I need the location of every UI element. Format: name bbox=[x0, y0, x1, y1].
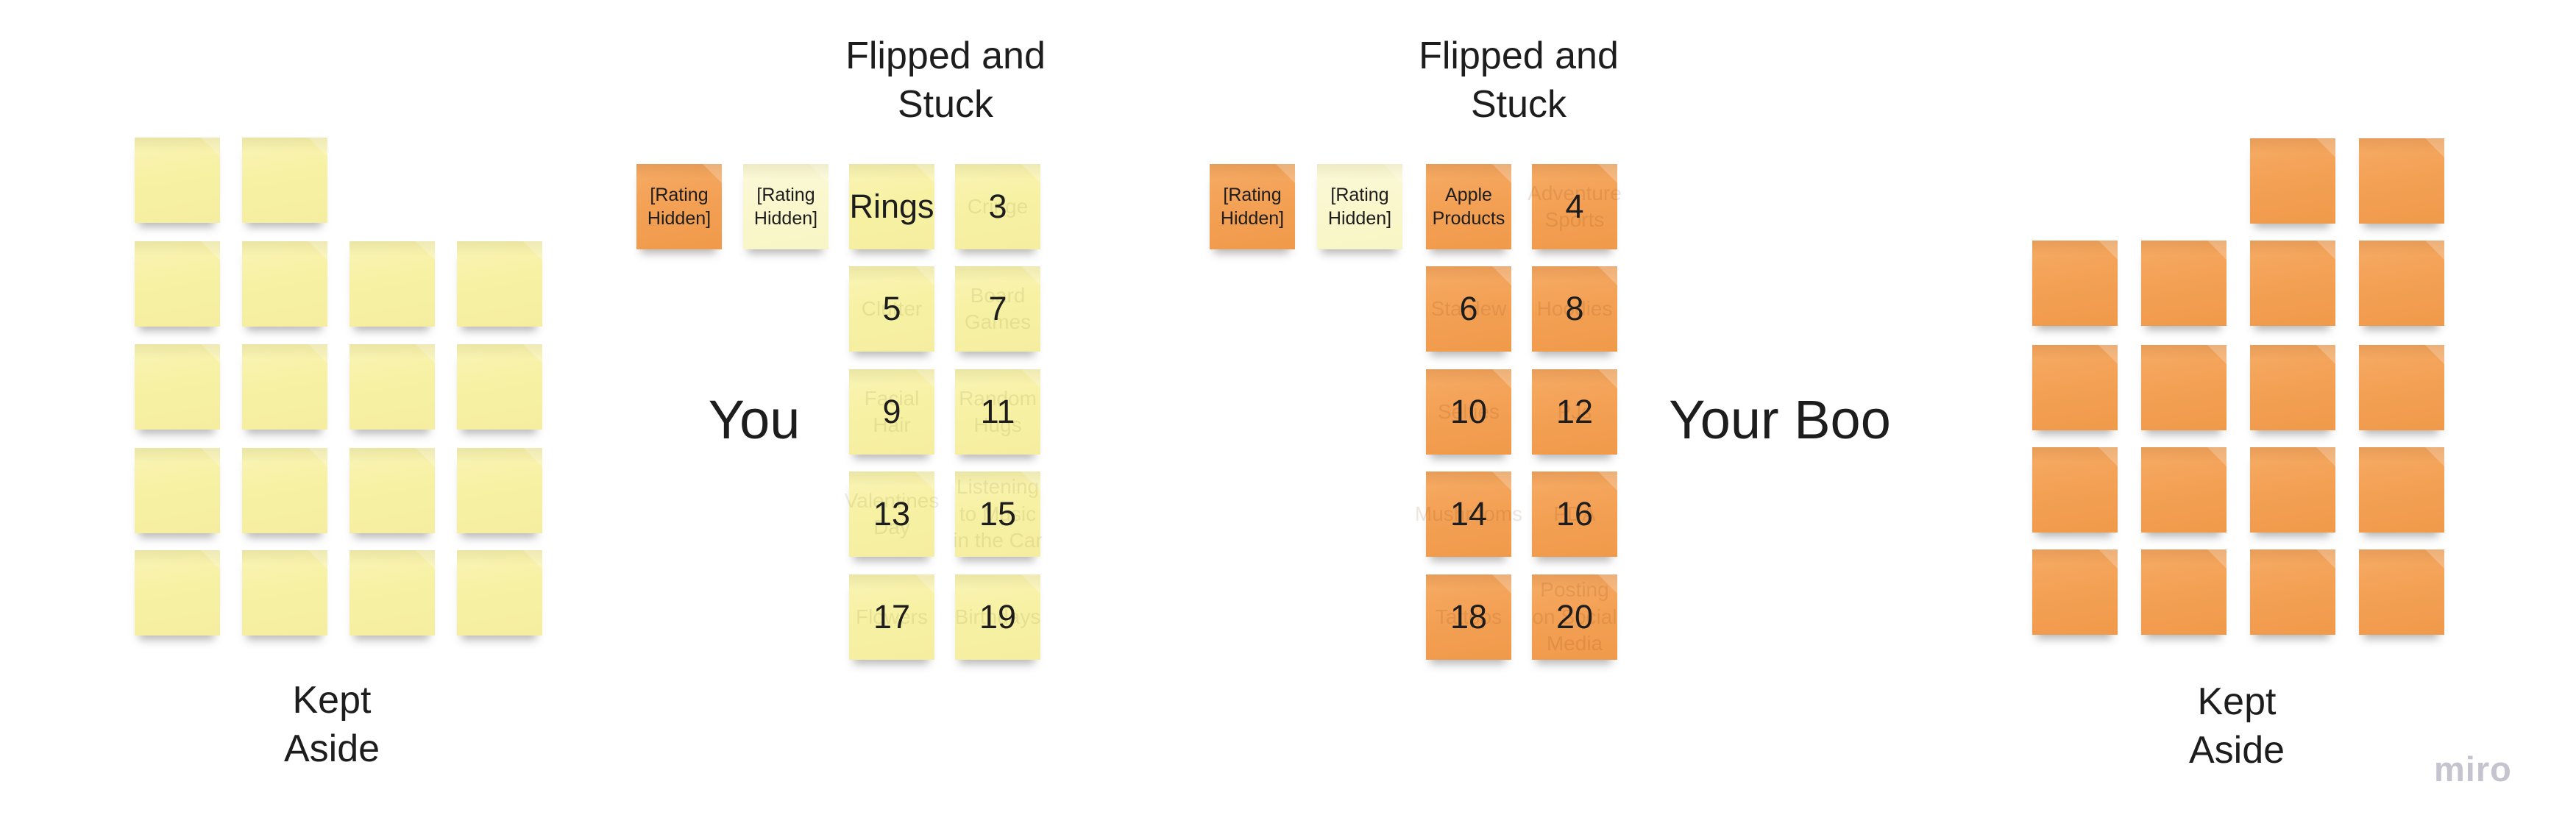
sticky-note-text: [Rating Hidden] bbox=[1327, 184, 1392, 229]
sticky-note-blank[interactable] bbox=[350, 241, 435, 327]
sticky-note-blank[interactable] bbox=[2032, 345, 2118, 430]
sticky-note-blank[interactable] bbox=[2359, 138, 2444, 224]
sticky-note-blank[interactable] bbox=[2250, 138, 2335, 224]
label-kept-aside-left: Kept Aside bbox=[283, 679, 380, 770]
sticky-note-blank[interactable] bbox=[457, 448, 542, 533]
sticky-note-text: 18 bbox=[1450, 598, 1488, 636]
sticky-note-text: 7 bbox=[988, 290, 1007, 328]
sticky-note-blank[interactable] bbox=[350, 344, 435, 430]
sticky-note-text: 14 bbox=[1450, 495, 1488, 533]
sticky-note-blank[interactable] bbox=[135, 241, 220, 327]
sticky-note-blank[interactable] bbox=[2250, 447, 2335, 533]
sticky-note-blank[interactable] bbox=[2032, 447, 2118, 533]
sticky-note-blank[interactable] bbox=[2141, 447, 2226, 533]
sticky-note-blank[interactable] bbox=[2141, 241, 2226, 326]
label-kept-aside-right: Kept Aside bbox=[2188, 680, 2285, 772]
sticky-note-blank[interactable] bbox=[2250, 549, 2335, 635]
sticky-note-text: Rings bbox=[849, 188, 934, 226]
sticky-note-rating-hidden[interactable]: [Rating Hidden] bbox=[1317, 164, 1402, 249]
sticky-note-blank[interactable] bbox=[2359, 241, 2444, 326]
sticky-note-blank[interactable] bbox=[2250, 345, 2335, 430]
sticky-note-blank[interactable] bbox=[242, 448, 327, 533]
label-your-boo: Your Boo bbox=[1669, 389, 1891, 450]
sticky-note-text: 3 bbox=[988, 188, 1007, 226]
sticky-note-blank[interactable] bbox=[2359, 345, 2444, 430]
sticky-note-rating-hidden[interactable]: [Rating Hidden] bbox=[1210, 164, 1295, 249]
label-flipped-and-stuck-boo: Flipped and Stuck bbox=[1419, 35, 1619, 126]
sticky-note-text: 12 bbox=[1555, 393, 1594, 431]
sticky-note-text: [Rating Hidden] bbox=[753, 184, 818, 229]
sticky-note-blank[interactable] bbox=[457, 344, 542, 430]
sticky-note-blank[interactable] bbox=[2359, 447, 2444, 533]
sticky-note-blank[interactable] bbox=[2032, 241, 2118, 326]
sticky-note-blank[interactable] bbox=[242, 241, 327, 327]
sticky-note-rating-hidden[interactable]: [Rating Hidden] bbox=[636, 164, 722, 249]
miro-logo: miro bbox=[2434, 750, 2512, 789]
sticky-note-text: [Rating Hidden] bbox=[647, 184, 712, 229]
sticky-note-blank[interactable] bbox=[2141, 345, 2226, 430]
sticky-note-blank[interactable] bbox=[2032, 549, 2118, 635]
sticky-note-text: [Rating Hidden] bbox=[1220, 184, 1285, 229]
sticky-note-apple-products[interactable]: Apple Products bbox=[1426, 164, 1511, 249]
sticky-note-text: 17 bbox=[873, 598, 911, 636]
sticky-note-text: 10 bbox=[1450, 393, 1488, 431]
sticky-note-blank[interactable] bbox=[135, 344, 220, 430]
sticky-note-text: 9 bbox=[882, 393, 901, 431]
sticky-note-blank[interactable] bbox=[2141, 549, 2226, 635]
sticky-note-blank[interactable] bbox=[350, 448, 435, 533]
sticky-note-text: 15 bbox=[979, 495, 1017, 533]
sticky-note-text: 13 bbox=[873, 495, 911, 533]
sticky-note-blank[interactable] bbox=[350, 550, 435, 636]
sticky-note-text: 5 bbox=[882, 290, 901, 328]
sticky-note-text: 20 bbox=[1555, 598, 1594, 636]
sticky-note-text: 8 bbox=[1565, 290, 1584, 328]
sticky-note-text: 19 bbox=[979, 598, 1017, 636]
sticky-note-text: 4 bbox=[1565, 188, 1584, 226]
sticky-note-blank[interactable] bbox=[135, 138, 220, 223]
sticky-note-blank[interactable] bbox=[135, 448, 220, 533]
sticky-note-text: 11 bbox=[980, 393, 1015, 431]
label-you: You bbox=[708, 389, 801, 450]
sticky-note-rating-hidden[interactable]: [Rating Hidden] bbox=[743, 164, 828, 249]
sticky-note-blank[interactable] bbox=[457, 550, 542, 636]
label-flipped-and-stuck-you: Flipped and Stuck bbox=[845, 35, 1046, 126]
sticky-note-blank[interactable] bbox=[2359, 549, 2444, 635]
sticky-note-blank[interactable] bbox=[135, 550, 220, 636]
sticky-note-text: 16 bbox=[1555, 495, 1594, 533]
sticky-note-text: Apple Products bbox=[1432, 184, 1505, 229]
sticky-note-blank[interactable] bbox=[242, 344, 327, 430]
sticky-note-blank[interactable] bbox=[457, 241, 542, 327]
sticky-note-rings[interactable]: Rings bbox=[849, 164, 934, 249]
sticky-note-blank[interactable] bbox=[242, 550, 327, 636]
sticky-note-text: 6 bbox=[1459, 290, 1478, 328]
sticky-note-blank[interactable] bbox=[242, 138, 327, 223]
sticky-note-blank[interactable] bbox=[2250, 241, 2335, 326]
